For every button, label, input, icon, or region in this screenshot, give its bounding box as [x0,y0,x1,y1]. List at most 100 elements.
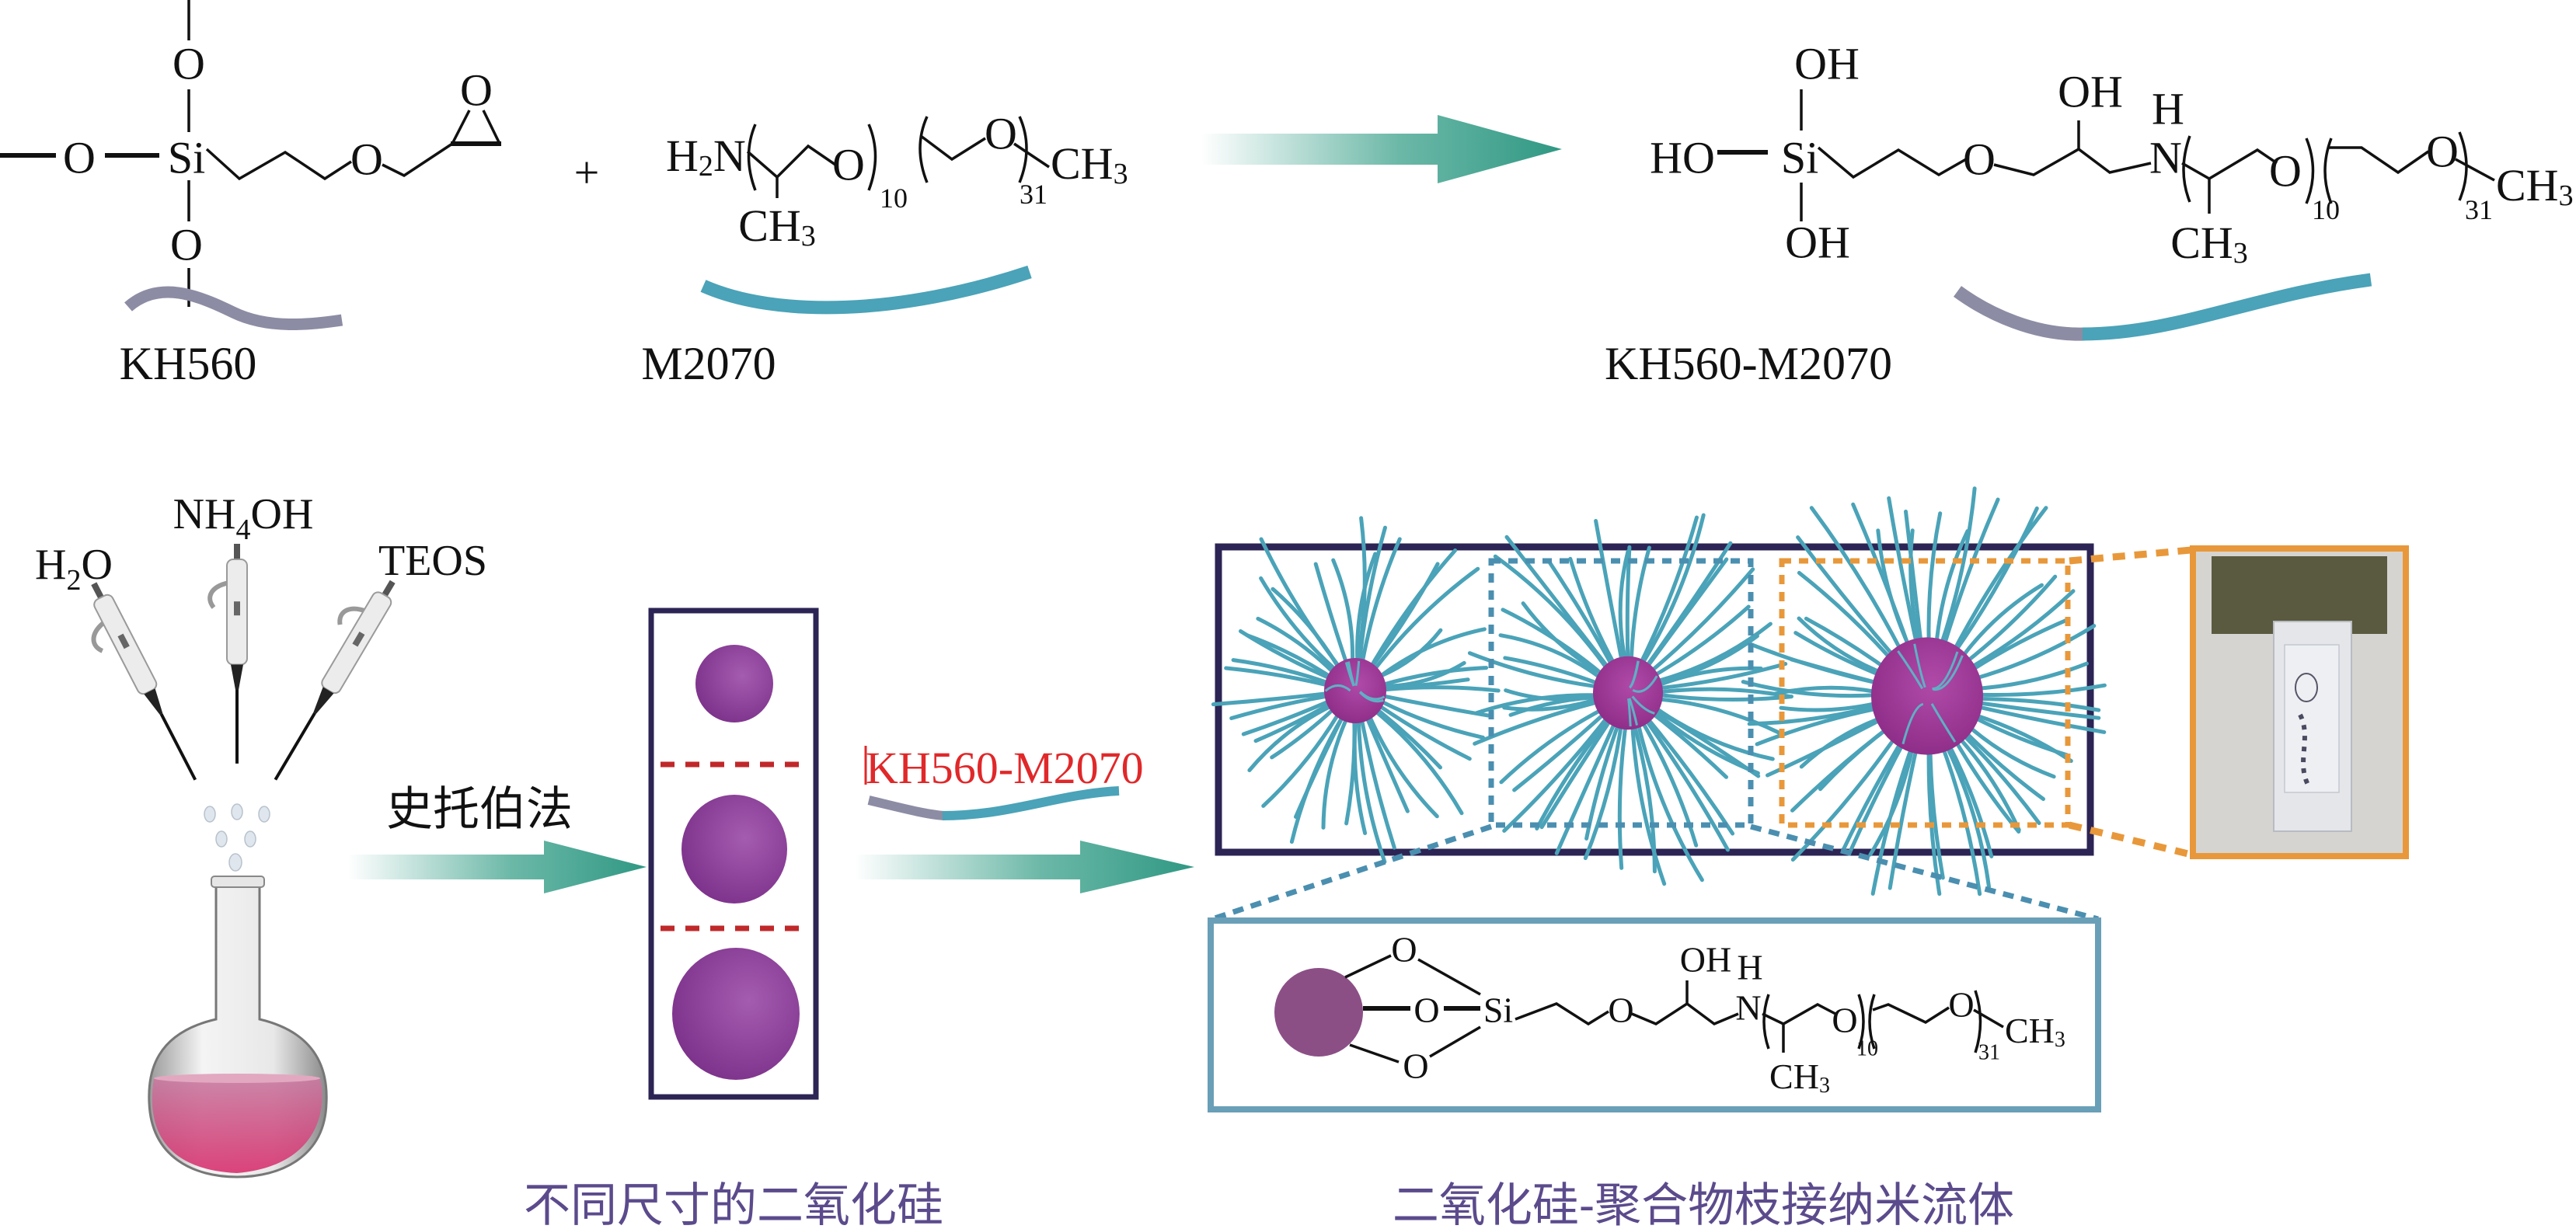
polymer-chain [1259,537,1347,677]
silica-particles-panel [648,608,819,1100]
polymer-chain [1633,710,1704,883]
atom-o: O [63,133,96,183]
polymer-chain [1638,708,1735,836]
polymer-chain [1261,703,1346,808]
polymer-chain [1617,712,1630,870]
zoom-region-orange [1779,558,2071,828]
silica-core [1324,658,1386,723]
polymer-chain [1583,711,1625,861]
silica-particle-icon [1274,968,1363,1057]
nanofluid-caption: 二氧化硅-聚合物枝接纳米流体 [1393,1179,2014,1229]
polymer-chain [1546,559,1619,677]
kh560-m2070-label: KH560-M2070 [1605,338,1892,389]
polymer-chain [1356,707,1387,864]
atom-si: Si [1483,991,1513,1030]
droplet-icon [228,853,242,872]
polymer-chain [1634,513,1706,676]
reagent-teos: TEOS [378,537,487,585]
polymer-chain [1247,699,1343,772]
zoom-region-blue [1488,558,1754,828]
polymer-chain [1347,661,1356,687]
atom-o: O [832,140,865,190]
polymer-chain [1637,709,1730,852]
grafted-nanoparticle [1741,486,2107,897]
polymer-chain [1354,660,1361,687]
pipette-icon [91,582,197,781]
hydroxyl: HO [1650,133,1715,183]
polymer-chain [1647,691,1793,702]
droplet-icon [204,806,216,823]
polymer-chain [1502,706,1616,833]
polymer-chain [1933,655,1964,691]
polymer-chain [1643,604,1751,683]
polymer-chain [1371,695,1485,740]
droplet-icon [231,803,243,820]
polymer-chain [1594,519,1626,674]
polymer-chain [1897,650,1924,690]
atom-o: O [2426,127,2459,177]
reagent-nh4oh: NH4OH [173,490,314,546]
polymer-chain [1930,703,1957,743]
methyl-end: CH3 [2005,1011,2065,1052]
grafting-agent-label: KH560-M2070 [866,743,1144,793]
grafted-nanoparticle [1467,513,1793,886]
atom-o: O [985,109,1017,159]
atom-o: O [1391,930,1417,970]
repeat-count: 10 [1856,1037,1878,1061]
atom-si: Si [1781,133,1818,183]
small-silica-sphere [695,645,773,722]
polymer-chain [1644,702,1760,775]
repeat-count: 31 [1020,179,1047,210]
polymer-chain [1640,567,1755,681]
polymer-chain [1224,666,1339,690]
polymer-chain [1364,548,1458,677]
methyl-end: CH3 [1051,138,1128,191]
atom-o-epoxide: O [460,65,493,116]
atom-o: O [1608,991,1633,1030]
methyl-branch: CH3 [1769,1057,1830,1098]
silane-segment-icon [867,796,945,820]
repeat-count: 10 [880,183,908,214]
polymer-chain [1363,704,1439,819]
polymer-chain [1294,705,1350,819]
silica-core [1871,637,1983,755]
stober-arrow-icon [348,841,647,893]
polymer-chain [1372,666,1489,690]
polymer-chain [1358,537,1402,675]
atom-o: O [350,134,383,185]
reaction-arrow-icon [1201,115,1562,183]
atom-o: O [1403,1046,1428,1086]
atom-o: O [1948,985,1974,1025]
polymer-chain [1504,534,1617,679]
droplet-icon [258,806,270,823]
polymer-chain [1324,684,1351,692]
polymer-chain [1321,706,1354,830]
polymer-segment-icon [2082,273,2372,341]
blue-connectors [1211,823,2099,922]
hydroxyl: OH [1785,218,1850,268]
methyl-branch: CH3 [2170,218,2248,270]
polymer-chain [1365,702,1464,816]
polymer-chain [1632,675,1658,693]
kh560-label: KH560 [120,338,257,389]
polymer-chain [1473,698,1610,746]
pipettes [91,544,396,781]
polymer-chain [1633,515,1699,676]
atom-o: O [1963,134,1996,185]
polymer-chain [1647,662,1788,691]
silane-segment-icon [1953,286,2085,341]
medium-silica-sphere [681,795,787,903]
polymer-chain [1913,643,1926,688]
polymer-chain [1535,708,1619,830]
atom-o: O [1413,991,1439,1030]
polymer-chain [1625,545,1632,674]
silica-core [1593,656,1663,730]
silane-rod-icon [124,286,343,331]
methyl-branch: CH3 [738,200,816,253]
round-bottom-flask-icon [148,876,328,1179]
polymer-chain [1499,703,1613,785]
polymer-chain [1539,709,1619,830]
polymer-chain [1366,566,1480,680]
